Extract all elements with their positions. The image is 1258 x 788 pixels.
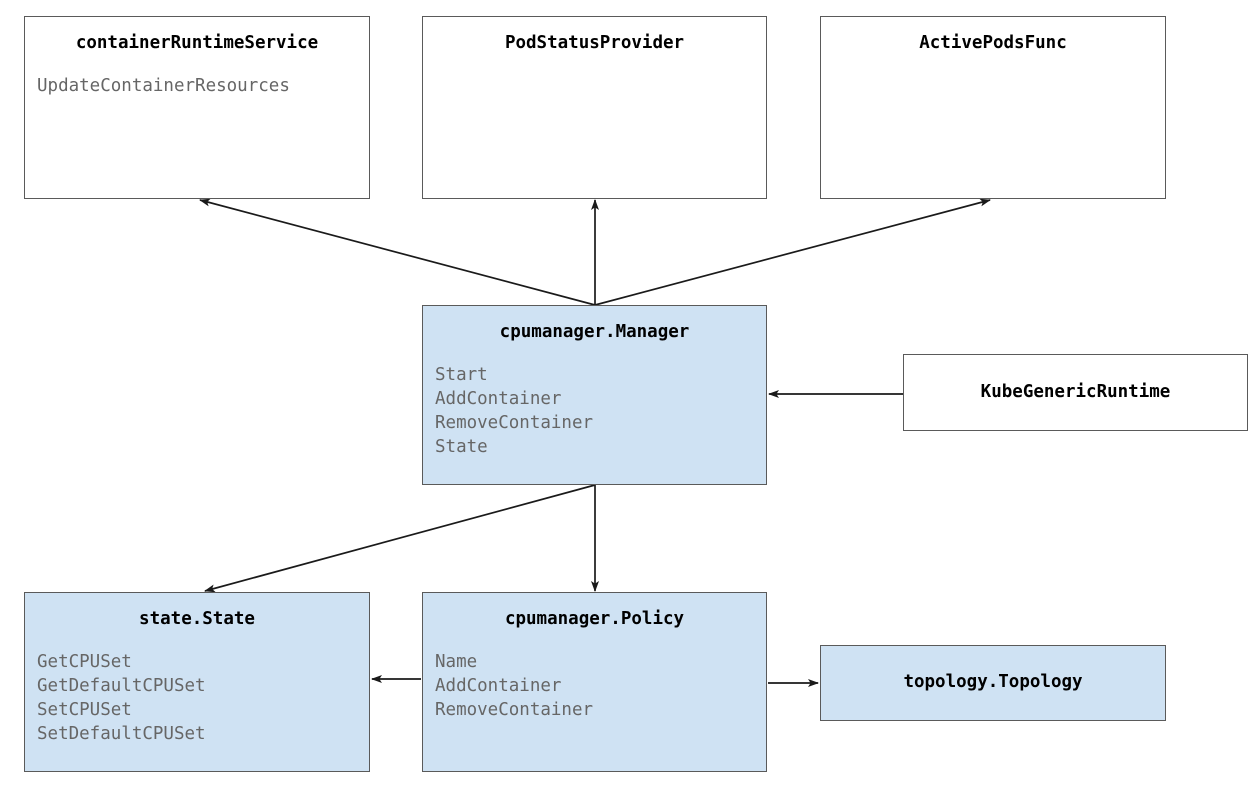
node-title: PodStatusProvider	[504, 33, 685, 53]
node-title: KubeGenericRuntime	[980, 381, 1171, 402]
node-method: GetCPUSet	[37, 652, 132, 672]
node-method: RemoveContainer	[435, 700, 594, 720]
node-title: state.State	[139, 609, 255, 629]
node-title: ActivePodsFunc	[919, 33, 1067, 53]
node-method: State	[435, 437, 488, 457]
node-method: Name	[435, 652, 478, 672]
edge-manager-to-containerRuntimeService	[199, 198, 596, 306]
node-method: AddContainer	[435, 389, 562, 409]
node-title: cpumanager.Manager	[499, 322, 690, 342]
node-method: UpdateContainerResources	[37, 76, 290, 96]
node-title: topology.Topology	[903, 672, 1083, 692]
node-method: AddContainer	[435, 676, 562, 696]
node-method: SetCPUSet	[37, 700, 132, 720]
edge-manager-to-activePodsFunc	[594, 198, 991, 306]
node-method: SetDefaultCPUSet	[37, 724, 206, 744]
node-kubeGenericRuntime[interactable]: KubeGenericRuntime	[903, 354, 1248, 431]
node-podStatusProvider[interactable]: PodStatusProvider	[422, 16, 767, 199]
edge-manager-to-stateState	[204, 484, 596, 593]
node-activePodsFunc[interactable]: ActivePodsFunc	[820, 16, 1166, 199]
node-topologyTopology[interactable]: topology.Topology	[820, 645, 1166, 721]
node-method: Start	[435, 365, 488, 385]
node-method: GetDefaultCPUSet	[37, 676, 206, 696]
node-title: cpumanager.Policy	[504, 609, 685, 629]
node-method: RemoveContainer	[435, 413, 594, 433]
node-title: containerRuntimeService	[75, 33, 319, 53]
node-method-list: UpdateContainerResources	[37, 74, 290, 98]
